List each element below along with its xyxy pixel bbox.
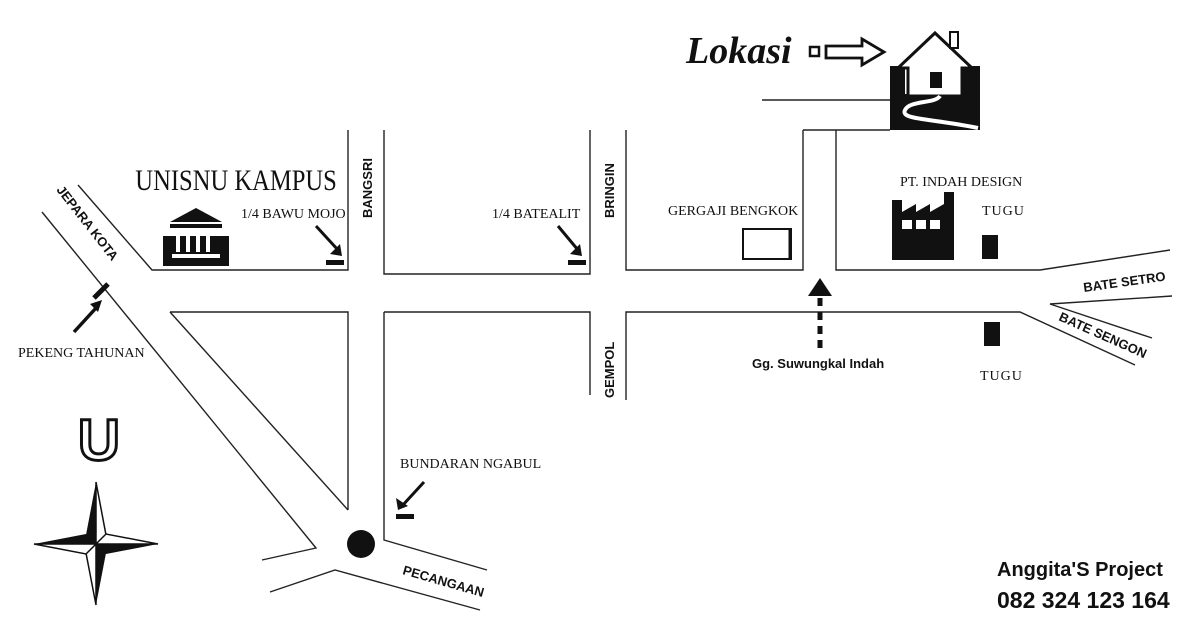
pointer-bawu-mojo-label: 1/4 BAWU MOJO: [241, 207, 346, 222]
monument-top-icon: [982, 235, 998, 259]
monument-top-label: TUGU: [982, 204, 1025, 219]
road-edge-southwest-diagonal: [169, 311, 349, 511]
roundabout-marker: [347, 530, 375, 558]
roundabout-label: BUNDARAN NGABUL: [400, 457, 541, 472]
road-bate-fork: [1049, 295, 1173, 339]
street-bate-setro: BATE SETRO: [1082, 269, 1166, 295]
road-pecangaan-west: [383, 312, 488, 571]
road-pecangaan-lower: [269, 569, 481, 611]
phone-number: 082 324 123 164: [997, 587, 1170, 613]
monument-bottom-icon: [984, 322, 1000, 346]
street-gang-suwungkal: Gg. Suwungkal Indah: [752, 356, 884, 371]
street-gempol: GEMPOL: [602, 342, 617, 398]
road-jepara-kota-lower-edge: [41, 211, 318, 561]
road-edge-bringin-gang-north: [625, 130, 804, 271]
house-location-icon: [890, 30, 980, 130]
factory-icon: [892, 192, 954, 260]
pointer-bawu-mojo-arrow-icon: [314, 224, 344, 265]
road-pecangaan-upper: [384, 311, 591, 395]
campus-building-icon: [163, 208, 229, 266]
sawmill-building-icon: [742, 228, 792, 260]
roundabout-arrow-icon: [396, 480, 426, 519]
pointer-pekeng-arrow-icon: [72, 282, 110, 334]
pointer-pekeng-label: PEKENG TAHUNAN: [18, 346, 145, 361]
lokasi-arrow-icon: [808, 36, 887, 68]
sawmill-label: GERGAJI BENGKOK: [668, 204, 798, 219]
project-name: Anggita'S Project: [997, 559, 1163, 581]
lokasi-label: Lokasi: [685, 30, 792, 72]
street-pecangaan: PECANGAAN: [401, 562, 486, 600]
road-network: [41, 99, 1173, 611]
compass-rose-icon: [33, 481, 159, 606]
road-main-south-edge: [625, 311, 1136, 400]
campus-label: UNISNU KAMPUS: [135, 164, 337, 197]
road-edge-southwest-block: [170, 311, 349, 510]
gang-direction-arrow-icon: [808, 278, 832, 348]
monument-bottom-label: TUGU: [980, 369, 1023, 384]
compass-north-symbol: U: [78, 408, 120, 473]
road-edge-east-north: [835, 130, 1171, 271]
street-bringin: BRINGIN: [602, 163, 617, 218]
road-jepara-kota-upper-edge: [77, 130, 349, 271]
pointer-batealit-label: 1/4 BATEALIT: [492, 207, 581, 222]
road-edge-bangsri-bringin-north: [383, 130, 591, 275]
street-bangsri: BANGSRI: [360, 158, 375, 218]
factory-label: PT. INDAH DESIGN: [900, 175, 1022, 190]
pointer-batealit-arrow-icon: [556, 225, 586, 265]
